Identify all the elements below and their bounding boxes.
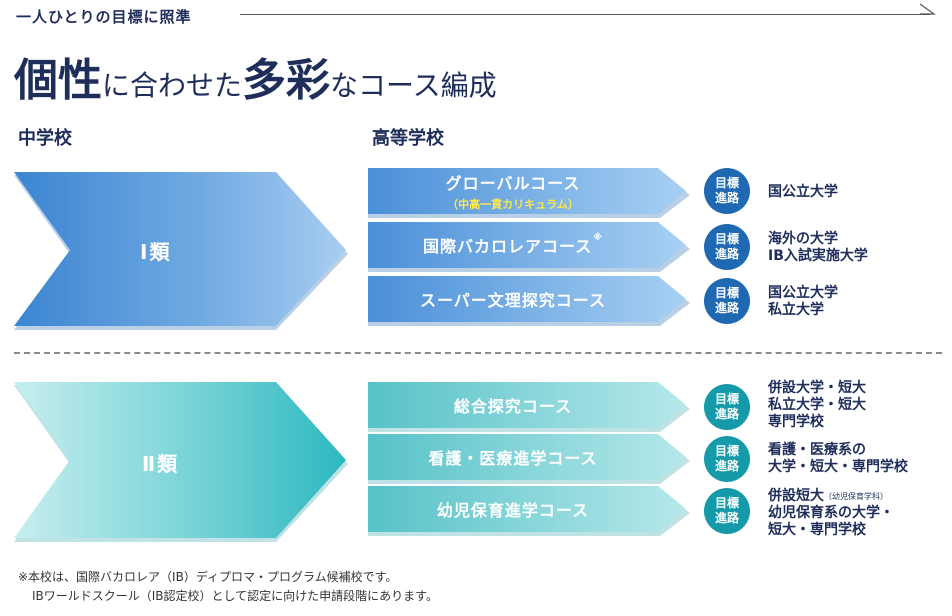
goal-badge: 目標進路 [704, 384, 750, 430]
goal-text-2: 海外の大学 IB入試実施大学 [768, 231, 868, 264]
course-ib-name: 国際バカロレアコース [423, 237, 593, 256]
course-super-science: スーパー文理探究コース [368, 276, 692, 326]
title-part-3: 多彩 [242, 55, 331, 106]
junior-high-heading: 中学校 [18, 128, 72, 149]
senior-high-heading: 高等学校 [372, 128, 444, 149]
course-ib-note-mark: ※ [593, 233, 603, 243]
course-global-name: グローバルコース [445, 174, 581, 193]
course-nursing-medical-name: 看護・医療進学コース [428, 449, 598, 468]
course-general-inquiry: 総合探究コース [368, 382, 692, 432]
goal-text-6: 併設短大（幼児保育学科） 幼児保育系の大学・ 短大・専門学校 [768, 488, 894, 538]
course-global-subtitle: （中高一貫カリキュラム） [447, 198, 579, 211]
class-divider [14, 352, 942, 354]
title-part-1: 個性 [14, 55, 102, 106]
goal-badge: 目標進路 [704, 278, 750, 324]
course-general-inquiry-name: 総合探究コース [453, 397, 573, 416]
title-part-2: に合わせた [102, 69, 243, 102]
course-global: グローバルコース （中高一貫カリキュラム） [368, 168, 692, 218]
footnote-2: IBワールドスクール（IB認定校）として認定に向けた申請段階にあります。 [32, 589, 438, 603]
goal-text-5: 看護・医療系の 大学・短大・専門学校 [768, 442, 908, 475]
goal-badge: 目標進路 [704, 224, 750, 270]
page-title: 個性に合わせた多彩なコース編成 [14, 44, 497, 108]
course-early-childhood-name: 幼児保育進学コース [436, 501, 590, 520]
arrow-corner-icon [919, 3, 936, 15]
goal-badge: 目標進路 [704, 488, 750, 534]
course-early-childhood: 幼児保育進学コース [368, 486, 692, 536]
title-part-4: なコース編成 [330, 69, 497, 102]
goal-text-4: 併設大学・短大 私立大学・短大 専門学校 [768, 380, 866, 430]
goal-text-1: 国公立大学 [768, 184, 838, 200]
goal-badge: 目標進路 [704, 168, 750, 214]
course-nursing-medical: 看護・医療進学コース [368, 434, 692, 484]
class-2-label: Ⅱ類 [142, 452, 180, 476]
goal-text-3: 国公立大学 私立大学 [768, 285, 838, 318]
course-ib: 国際バカロレアコース※ [368, 222, 692, 272]
tagline: 一人ひとりの目標に照準 [16, 8, 192, 26]
goal-badge: 目標進路 [704, 436, 750, 482]
class-1-chevron [14, 172, 348, 330]
class-1-label: Ⅰ類 [140, 240, 172, 264]
header-rule [240, 14, 930, 15]
class-2-chevron [14, 382, 348, 542]
course-super-science-name: スーパー文理探究コース [419, 291, 607, 310]
footnote-1: ※本校は、国際バカロレア（IB）ディプロマ・プログラム候補校です。 [18, 570, 398, 584]
